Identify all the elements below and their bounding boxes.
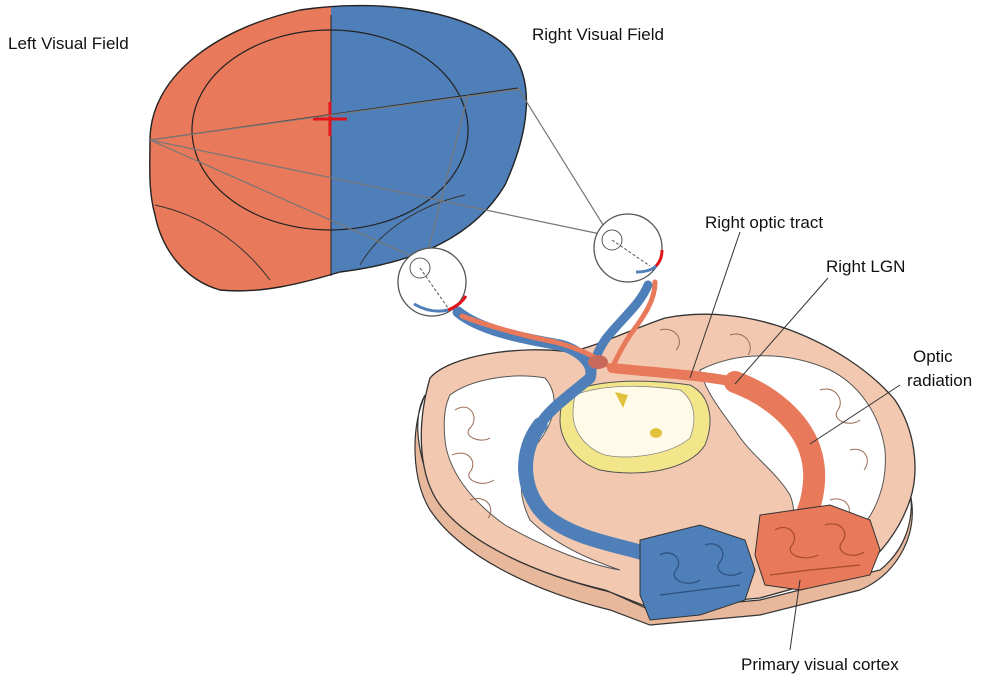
label-primary-visual-cortex: Primary visual cortex [741, 654, 899, 676]
label-radiation: radiation [907, 370, 972, 392]
label-optic: Optic [913, 346, 953, 368]
right-eye [594, 214, 662, 282]
third-ventricle-dot [650, 428, 662, 438]
leader-primary-visual-cortex [790, 580, 800, 650]
label-right-visual-field: Right Visual Field [532, 24, 664, 46]
label-right-optic-tract: Right optic tract [705, 212, 823, 234]
optic-chiasm [588, 355, 608, 369]
label-left-visual-field: Left Visual Field [8, 33, 129, 55]
label-right-lgn: Right LGN [826, 256, 905, 278]
left-eye [398, 248, 466, 316]
right-primary-visual-cortex [755, 505, 880, 590]
visual-field [140, 0, 551, 300]
left-visual-field-region [140, 0, 331, 300]
central-white-area [573, 386, 694, 457]
